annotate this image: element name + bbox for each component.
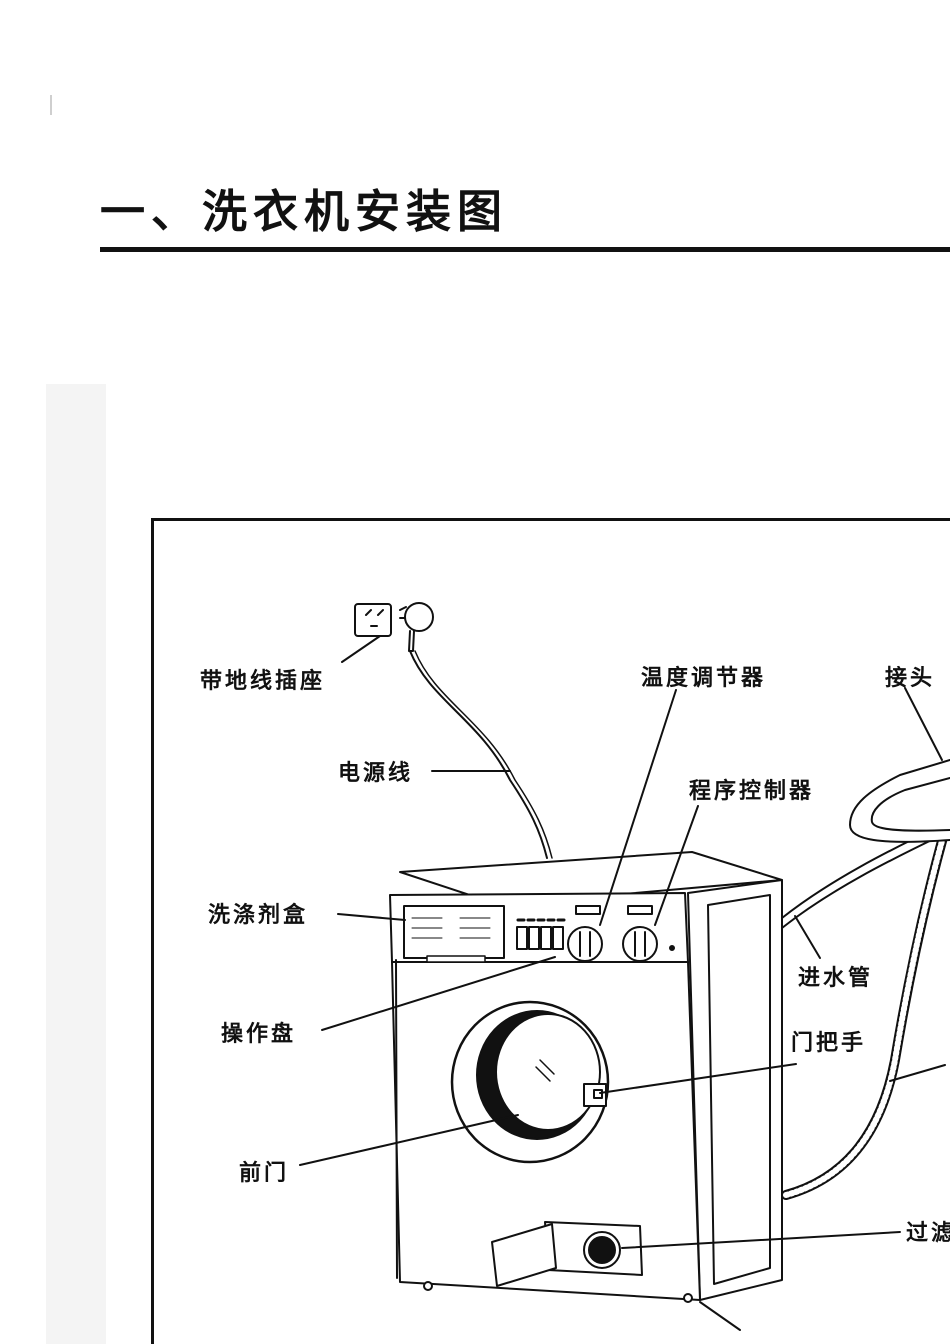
- title-rule: [100, 247, 950, 252]
- temperature-knob-icon: [567, 926, 603, 962]
- socket-icon: [354, 603, 392, 637]
- label-power-cord: 电源线: [338, 761, 414, 786]
- washing-machine: [389, 851, 783, 1303]
- label-program-controller: 程序控制器: [689, 779, 815, 804]
- page-edge-mark: [50, 95, 52, 115]
- label-door-handle: 门把手: [791, 1031, 867, 1056]
- label-front-door: 前门: [239, 1161, 290, 1186]
- plug-icon: [399, 602, 434, 652]
- front-door-icon: [450, 1000, 610, 1164]
- label-detergent-box: 洗涤剂盒: [208, 903, 309, 928]
- page-edge-shade: [46, 384, 106, 1344]
- power-cord-line: [409, 650, 548, 859]
- program-knob-icon: [622, 926, 658, 962]
- label-socket: 带地线插座: [200, 669, 326, 694]
- page-title: 一、洗衣机安装图: [100, 185, 509, 238]
- label-control-panel: 操作盘: [221, 1022, 297, 1047]
- tap-icon: [849, 759, 950, 843]
- label-joint: 接头: [885, 666, 936, 691]
- label-temperature-control: 温度调节器: [641, 666, 767, 691]
- label-inlet-hose: 进水管: [798, 966, 874, 991]
- label-filter: 过滤: [906, 1221, 950, 1246]
- diagram-frame: [151, 518, 950, 1344]
